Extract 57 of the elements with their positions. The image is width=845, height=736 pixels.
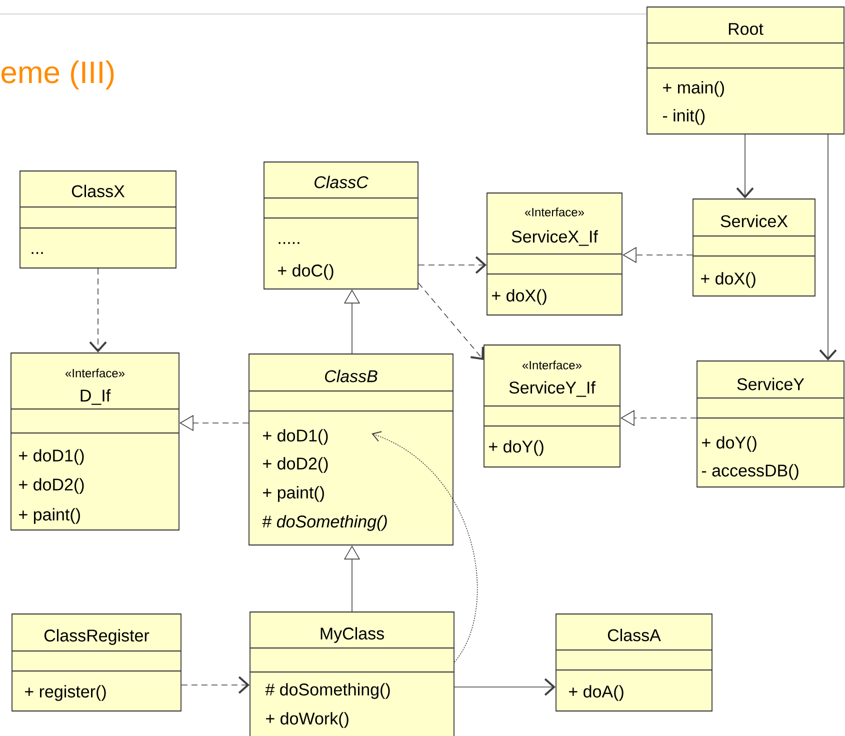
- member-text: + doC(): [278, 264, 334, 280]
- member-text: .....: [278, 242, 300, 244]
- stereotype-label: «Interface»: [522, 360, 582, 370]
- arrow: [418, 282, 484, 360]
- member-text: + main(): [663, 81, 724, 97]
- arrow: [372, 431, 478, 662]
- class-box: [556, 614, 712, 712]
- class-box: [10, 352, 180, 530]
- member-text: + doX(): [492, 289, 546, 305]
- member-text: + paint(): [19, 508, 80, 524]
- class-name: ServiceY: [737, 378, 804, 390]
- stereotype-label: «Interface»: [65, 368, 125, 378]
- member-text: ...: [32, 252, 43, 254]
- stereotype-label: «Interface»: [524, 208, 584, 216]
- member-text: + doWork(): [266, 712, 348, 728]
- member-text: + doD1(): [19, 449, 84, 465]
- slide-title: eme (III): [2, 60, 114, 90]
- member-text: # doSomething(): [262, 515, 387, 531]
- class-box: [646, 6, 844, 134]
- member-text: + doD2(): [263, 457, 328, 473]
- class-name: MyClass: [320, 627, 384, 643]
- class-box: [696, 360, 844, 488]
- arrow: [89, 268, 107, 353]
- class-name: ServiceX_If: [512, 230, 598, 246]
- member-text: + doA(): [569, 685, 624, 701]
- arrow: [736, 134, 754, 199]
- member-text: + register(): [25, 685, 106, 701]
- member-text: + doD2(): [19, 478, 84, 494]
- arrow: [819, 134, 837, 361]
- class-box: [248, 354, 454, 546]
- class-name: Root: [728, 23, 764, 35]
- arrow: [418, 256, 487, 274]
- member-text: + doX(): [701, 272, 756, 288]
- member-text: # doSomething(): [265, 683, 390, 699]
- member-text: + doD1(): [263, 429, 328, 445]
- arrow: [454, 678, 556, 696]
- member-text: - init(): [662, 109, 705, 125]
- class-name: ClassC: [314, 176, 368, 188]
- class-box: [264, 162, 418, 290]
- class-box: [692, 198, 816, 296]
- class-name: ClassX: [72, 184, 125, 198]
- member-text: - accessDB(): [702, 464, 798, 480]
- arrow: [181, 676, 250, 694]
- class-box: [486, 192, 622, 316]
- class-box: [484, 344, 620, 468]
- class-name: ClassA: [608, 628, 661, 642]
- class-name: ClassB: [325, 370, 378, 382]
- member-text: + doY(): [702, 436, 756, 452]
- class-box: [12, 614, 182, 712]
- class-name: D_If: [80, 389, 111, 405]
- class-box: [20, 170, 176, 268]
- member-text: + paint(): [263, 486, 324, 502]
- class-name: ClassRegister: [44, 629, 150, 645]
- class-box: [250, 612, 454, 736]
- member-text: + doY(): [489, 440, 544, 456]
- class-name: ServiceY_If: [509, 381, 596, 397]
- class-name: ServiceX: [720, 214, 788, 228]
